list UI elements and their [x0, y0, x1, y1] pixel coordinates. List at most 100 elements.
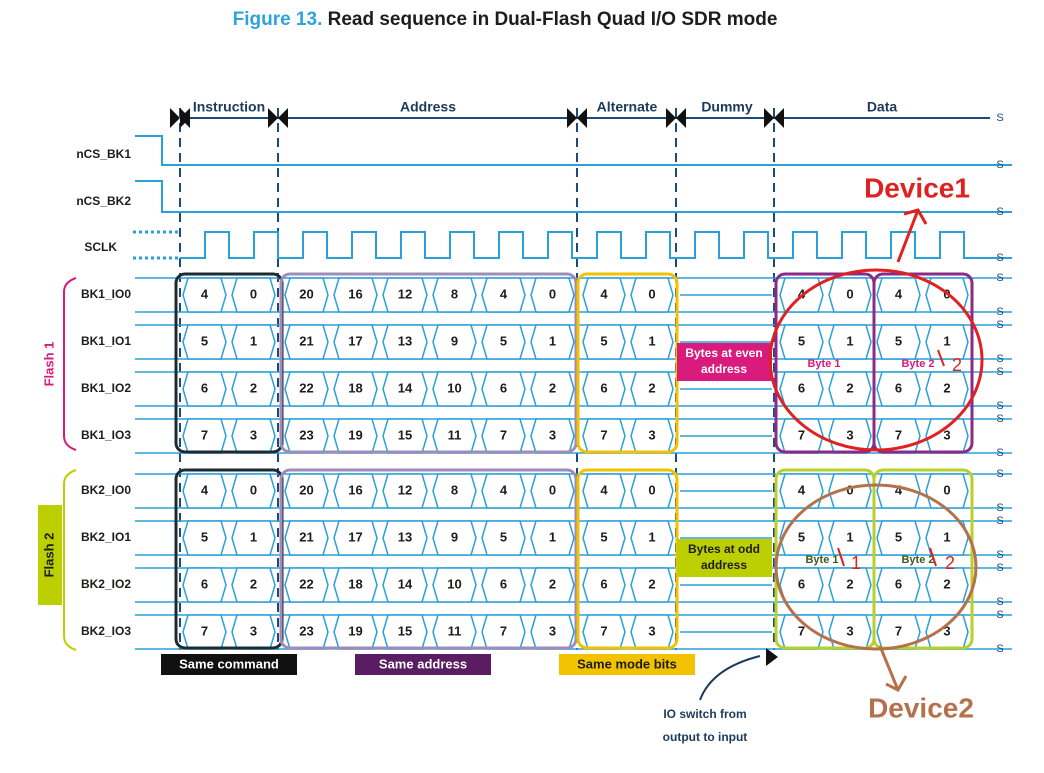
legend-same-mode-bits: Same mode bits [577, 656, 677, 671]
alternate-bit: 1 [648, 333, 655, 348]
address-bit: 12 [398, 482, 412, 497]
data-bit: 7 [895, 623, 902, 638]
break-mark: S [996, 447, 1003, 459]
alternate-bit: 5 [600, 529, 607, 544]
data-bit: 1 [943, 333, 950, 348]
instruction-bit: 7 [201, 623, 208, 638]
address-bit: 17 [348, 529, 362, 544]
break-mark: S [996, 609, 1003, 621]
io-switch-note-line2: output to input [663, 730, 748, 744]
alternate-cell [582, 371, 626, 407]
instruction-cell [231, 520, 276, 556]
figure-title: Figure 13. Read sequence in Dual-Flash Q… [0, 9, 1010, 31]
odd-address-note-box [677, 539, 772, 577]
data-cell [876, 371, 921, 407]
address-cell [284, 473, 329, 509]
instruction-bit: 5 [201, 333, 208, 348]
figure-caption: Read sequence in Dual-Flash Quad I/O SDR… [327, 9, 778, 30]
instruction-bit: 1 [250, 333, 257, 348]
data-cell [828, 371, 872, 407]
io-switch-note-line1: IO switch from [663, 707, 746, 721]
alternate-bit: 0 [648, 482, 655, 497]
device2-arrow [878, 645, 908, 692]
data-bit: 1 [846, 333, 853, 348]
phase-label-data: Data [867, 99, 898, 115]
phase-arrowhead-left [764, 108, 774, 128]
device2-byte2-mark: 2 [945, 553, 955, 573]
address-bit: 6 [500, 380, 507, 395]
alternate-bit: 2 [648, 576, 655, 591]
data-cell [828, 520, 872, 556]
data-cell [876, 567, 921, 603]
phase-arrowhead-left [268, 108, 278, 128]
odd-address-note-line2: address [701, 558, 747, 572]
data-cell [925, 567, 969, 603]
data-bit: 4 [895, 482, 903, 497]
device2-byte2-tick [929, 547, 937, 567]
legend-same-command-box [161, 654, 297, 675]
address-bit: 16 [348, 286, 362, 301]
data-cell [925, 324, 969, 360]
break-mark: S [996, 272, 1003, 284]
instruction-bit: 3 [250, 427, 257, 442]
address-cell [333, 324, 378, 360]
instruction-cell [231, 277, 276, 313]
flash2-label: Flash 2 [41, 533, 56, 578]
address-bit: 0 [549, 286, 556, 301]
flash1-bracket [63, 277, 77, 451]
address-bit: 4 [500, 482, 508, 497]
break-mark: S [996, 306, 1003, 318]
address-bit: 13 [398, 529, 412, 544]
device1-arrow [896, 208, 928, 263]
address-bit: 16 [348, 482, 362, 497]
sclk-waveform [180, 231, 1012, 259]
address-bit: 19 [348, 427, 362, 442]
data-bit: 1 [846, 529, 853, 544]
device1-label: Device1 [864, 172, 970, 203]
address-bit: 5 [500, 333, 507, 348]
alternate-cell [582, 520, 626, 556]
alternate-bit: 2 [648, 380, 655, 395]
instruction-bit: 6 [201, 576, 208, 591]
alternate-cell [630, 567, 674, 603]
address-bit: 1 [549, 529, 556, 544]
address-bit: 18 [348, 380, 362, 395]
instruction-bit: 2 [250, 576, 257, 591]
legend-same-address-box [355, 654, 491, 675]
address-cell [530, 567, 575, 603]
alternate-cell [630, 277, 674, 313]
alternate-cell [582, 473, 626, 509]
data-byte2-box-flash2 [872, 468, 974, 650]
data-byte2-box-flash1 [872, 272, 974, 454]
address-cell [284, 371, 329, 407]
device1-byte2-mark: 2 [952, 355, 962, 375]
data-bit: 5 [798, 529, 805, 544]
alternate-bit: 3 [648, 427, 655, 442]
instruction-cell [231, 371, 276, 407]
address-bit: 23 [299, 427, 313, 442]
data-bit: 0 [846, 482, 853, 497]
break-mark: S [996, 353, 1003, 365]
address-cell [530, 324, 575, 360]
odd-address-note-line1: Bytes at odd [688, 542, 760, 556]
alternate-cell [582, 324, 626, 360]
data-bit: 6 [895, 576, 902, 591]
instruction-bit: 6 [201, 380, 208, 395]
io-switch-arrowhead [766, 648, 778, 666]
device2-byte1-mark: 1 [851, 553, 861, 573]
address-cell [382, 277, 428, 313]
address-cell [382, 473, 428, 509]
address-bit: 23 [299, 623, 313, 638]
address-cell [284, 520, 329, 556]
signal-label-bk1_io1: BK1_IO1 [81, 334, 131, 348]
address-bit: 6 [500, 576, 507, 591]
break-mark: S [996, 502, 1003, 514]
address-cell [530, 371, 575, 407]
address-bit: 2 [549, 576, 556, 591]
break-mark: S [996, 468, 1003, 480]
data-bit: 4 [895, 286, 903, 301]
address-bit: 4 [500, 286, 508, 301]
alternate-cell [582, 567, 626, 603]
break-mark: S [996, 643, 1003, 655]
